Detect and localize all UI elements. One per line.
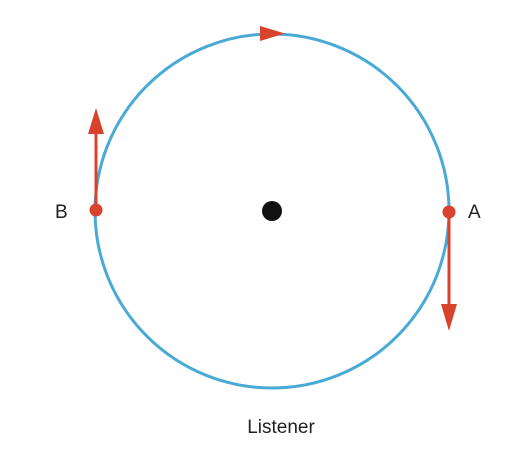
point-b-group: B [55,108,104,223]
listener-label: Listener [247,417,315,438]
velocity-arrow-a-head-icon [441,304,457,331]
point-b-dot [89,203,103,217]
point-b-label: B [55,202,68,223]
velocity-arrow-b-head-icon [88,108,104,134]
point-a-dot [442,205,456,219]
point-a-group: A [441,202,481,331]
point-a-label: A [468,202,481,223]
center-point [262,201,282,221]
direction-marker-icon [260,26,285,41]
